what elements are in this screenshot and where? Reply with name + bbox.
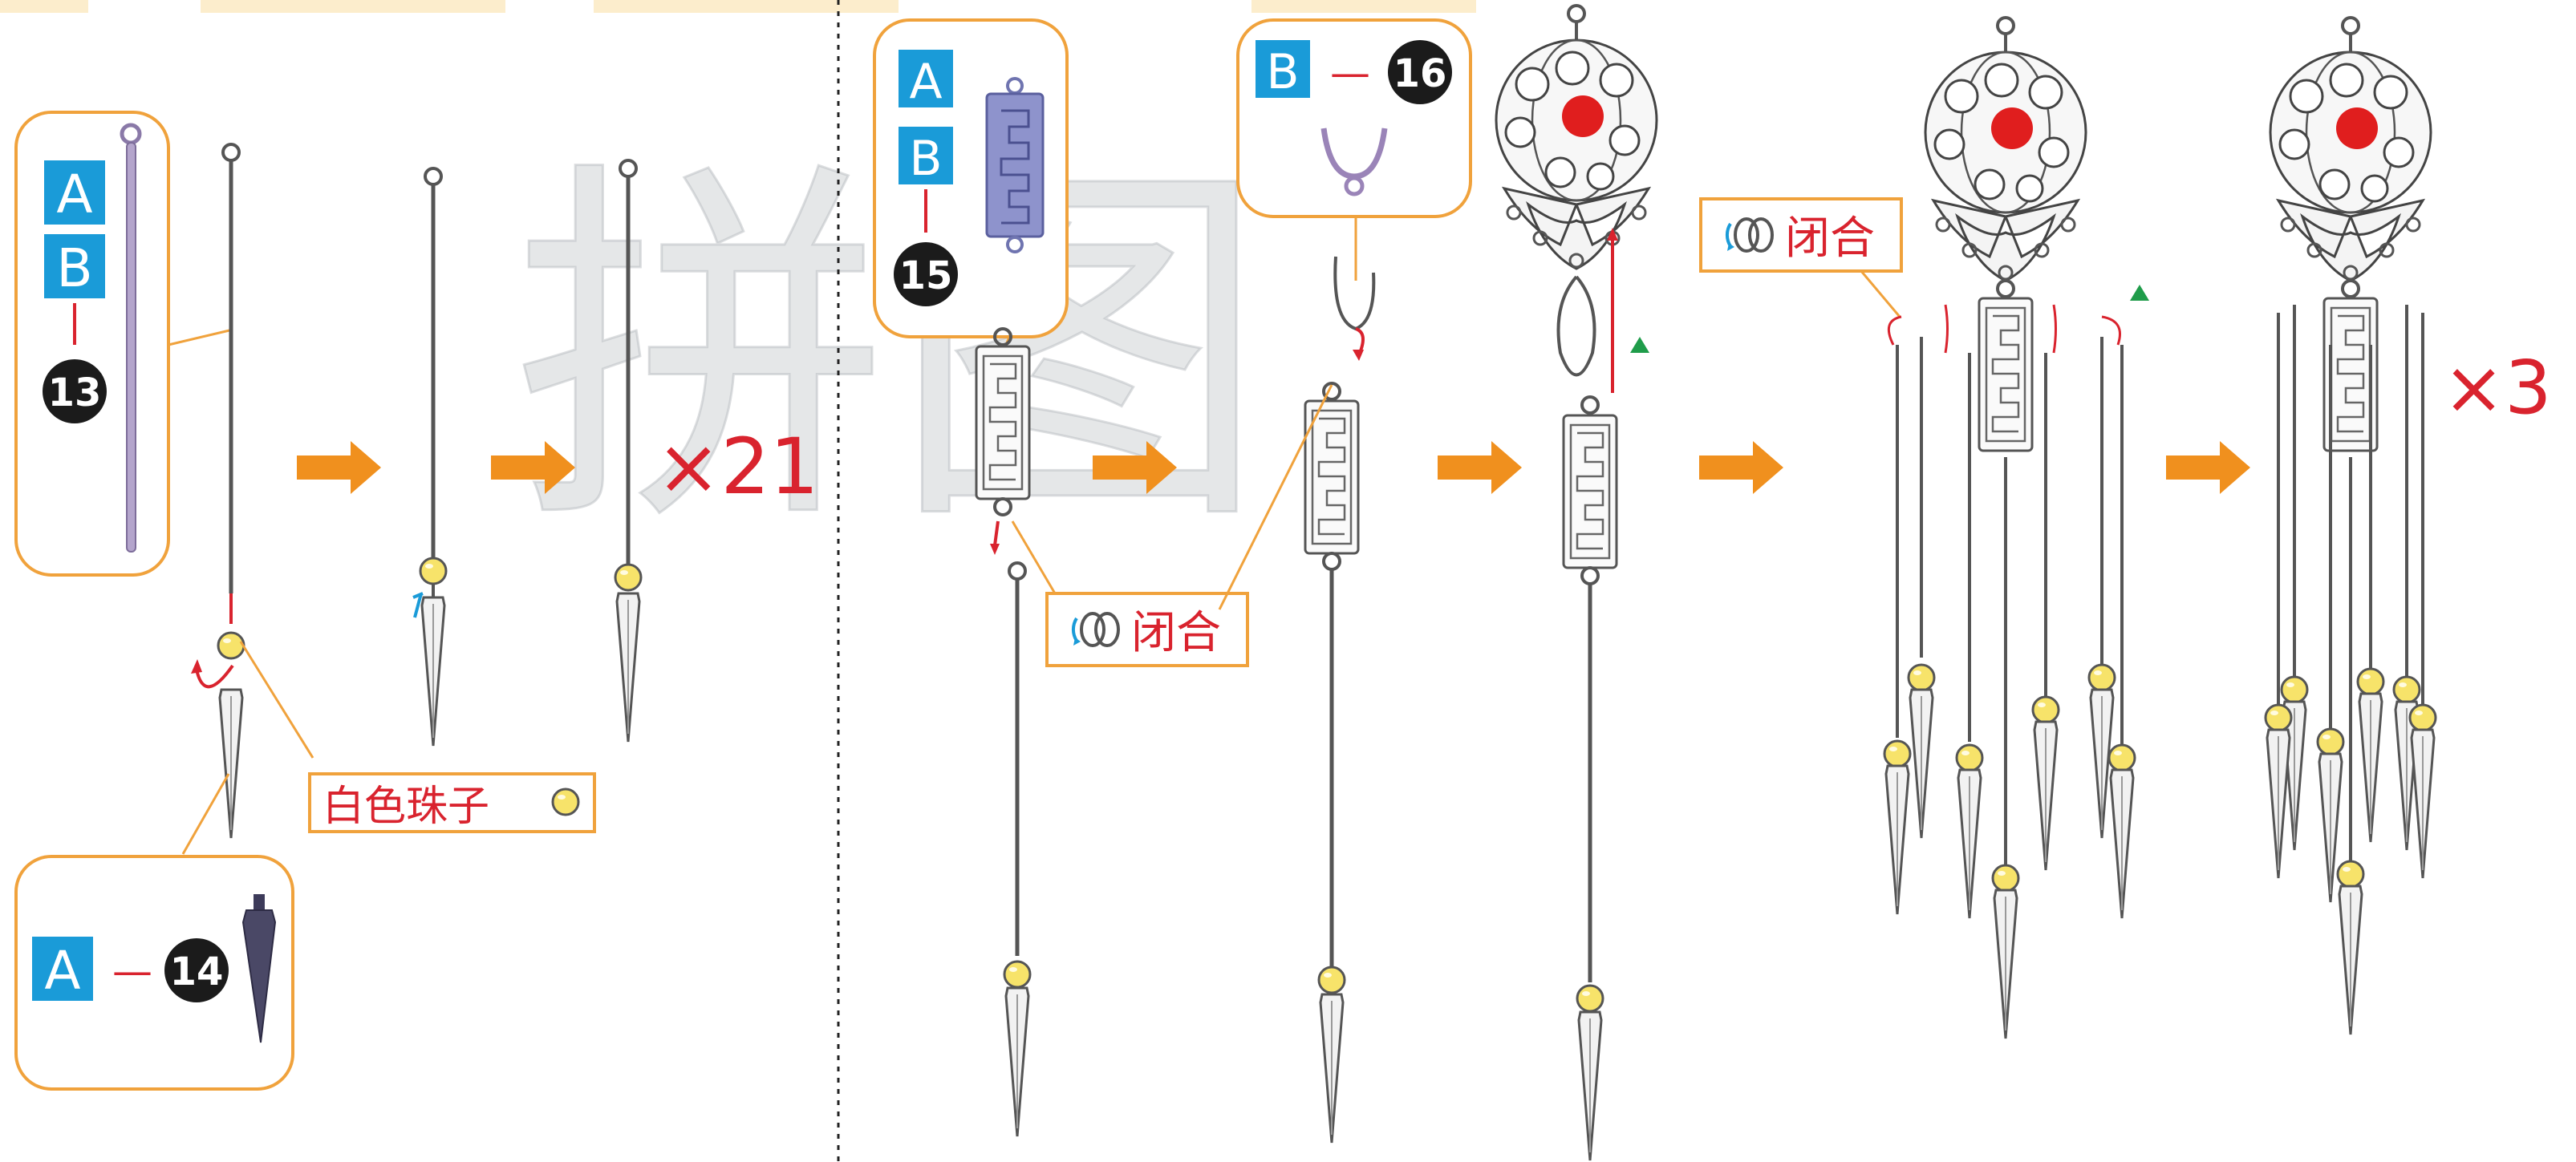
multiplier-x3: ×3 [2443,345,2552,431]
arrow-right-icon [1438,441,1522,494]
svg-text:16: 16 [1393,51,1447,96]
letter-badge-b: B [44,234,105,299]
green-marker [2130,285,2149,301]
bead-label-callout: 白色珠子 [239,641,596,833]
pendant-step-2 [412,167,448,747]
right-panel: A B 15 B [873,4,2552,1162]
bead-icon [551,787,580,816]
assembly-step-1 [975,327,1032,1138]
top-decoration [0,0,1476,13]
svg-text:A: A [44,940,80,1002]
number-badge-14: 14 [164,938,229,1002]
number-badge-16: 16 [1388,40,1452,104]
svg-text:A: A [909,54,942,110]
assembly-step-4 [1883,16,2149,1040]
green-marker [1630,337,1649,353]
close-label-2: 闭合 [1785,213,1875,265]
drop-part-image [241,894,277,1043]
pendant-step-3 [614,159,643,743]
pendant-step-1 [191,143,245,840]
arrow-right-icon [2166,441,2250,494]
svg-text:14: 14 [170,949,224,994]
number-badge-15: 15 [894,242,958,306]
multiplier-x21: ×21 [656,422,819,512]
svg-text:13: 13 [48,370,102,415]
crystal-drop [218,688,244,840]
white-bead [217,631,245,660]
assembly-step-3 [1495,4,1658,1162]
close-callout-2: 闭合 [1699,197,1903,318]
svg-text:A: A [56,164,92,225]
arrow-right-icon [491,441,575,494]
arrow-right-icon [297,441,381,494]
plate-part-image [985,77,1045,253]
letter-badge-a: A [44,160,105,225]
close-callout-1: 闭合 [1011,520,1249,667]
left-panel: A B 13 [14,111,819,1091]
bead-label: 白色珠子 [323,783,489,831]
svg-text:15: 15 [899,253,953,298]
rod-part-image [120,123,142,553]
svg-text:—: — [112,948,152,994]
hook-part-callout: B — 16 [1236,18,1472,218]
number-badge-13: 13 [43,359,107,423]
svg-text:—: — [1330,50,1370,96]
assembly-step-5 [2264,16,2437,1036]
letter-badge-a: A [899,50,953,110]
svg-text:B: B [909,131,942,187]
letter-badge-b: B [1256,40,1310,100]
letter-badge-a: A [32,937,93,1002]
letter-badge-b: B [899,127,953,187]
rod-part-callout: A B 13 [14,111,170,577]
close-label-1: 闭合 [1131,607,1221,659]
assembly-step-2 [1304,256,1376,1144]
plate-part-callout: A B 15 [873,18,1069,338]
arrow-right-icon [1093,441,1177,494]
drop-part-callout: A — 14 [14,773,294,1091]
svg-text:B: B [56,237,92,299]
arrow-right-icon [1699,441,1783,494]
svg-text:B: B [1266,44,1299,100]
